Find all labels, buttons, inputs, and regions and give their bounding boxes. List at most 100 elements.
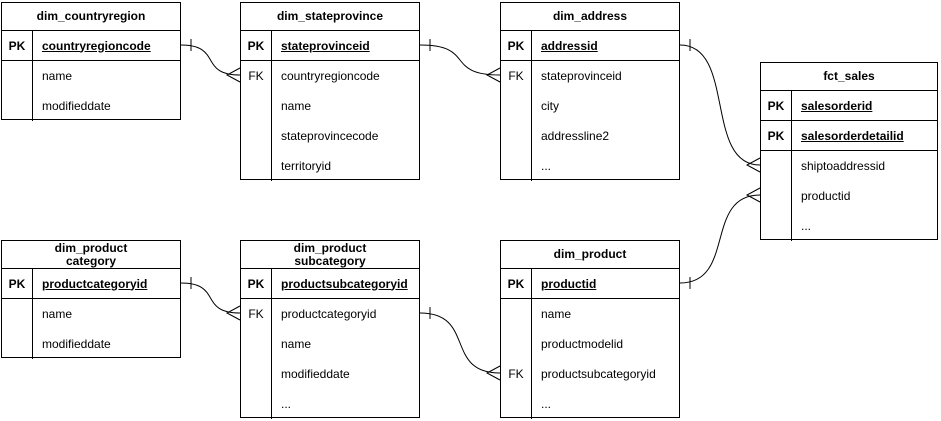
field-name: salesorderdetailid <box>801 128 904 143</box>
key-cell <box>2 61 33 91</box>
field-name: countryregioncode <box>281 69 380 83</box>
cardinality-many-crowfoot-3 <box>745 187 761 203</box>
key-cell <box>761 211 792 241</box>
key-cell <box>501 121 532 151</box>
key-cell <box>241 151 272 181</box>
field-name: productmodelid <box>541 337 624 351</box>
key-cell <box>241 91 272 121</box>
table-title: dim_product <box>501 241 679 269</box>
field-name: ... <box>541 159 552 173</box>
field-row-countryregioncode: PK countryregioncode <box>2 31 180 61</box>
table-dim-countryregion[interactable]: dim_countryregion PK countryregioncode nam… <box>1 2 181 121</box>
field-name: modifieddate <box>42 337 111 351</box>
field-name: stateprovinceid <box>281 38 370 53</box>
relationship-edge-5 <box>419 312 501 374</box>
field-name: ... <box>541 397 552 411</box>
table-title: dim_countryregion <box>2 3 180 31</box>
cardinality-many-crowfoot-0 <box>225 67 241 83</box>
fk-label: FK <box>241 61 272 91</box>
field-name: territoryid <box>281 159 332 173</box>
key-cell <box>761 151 792 181</box>
field-name: ... <box>801 219 812 233</box>
field-name: productid <box>801 189 851 203</box>
key-cell <box>2 299 33 329</box>
key-cell <box>241 359 272 389</box>
field-row-salesorderdetailid: PK salesorderdetailid <box>761 121 937 151</box>
field-name: modifieddate <box>281 367 350 381</box>
field-row-: ... <box>501 151 679 181</box>
field-row-: ... <box>501 389 679 419</box>
pk-label: PK <box>501 31 532 60</box>
key-cell <box>2 329 33 359</box>
field-name: productsubcategoryid <box>281 276 408 291</box>
field-name: salesorderid <box>801 98 873 113</box>
field-row-: ... <box>761 211 937 241</box>
key-cell <box>2 91 33 121</box>
cardinality-many-crowfoot-5 <box>485 365 501 381</box>
field-row-modifieddate: modifieddate <box>2 91 180 121</box>
cardinality-many-crowfoot-1 <box>485 67 501 83</box>
key-cell <box>501 329 532 359</box>
field-row-name: name <box>241 91 419 121</box>
field-name: city <box>541 99 559 113</box>
field-name: name <box>42 69 73 83</box>
field-row-shiptoaddressid: shiptoaddressid <box>761 151 937 181</box>
relationship-edge-0 <box>180 44 241 76</box>
field-name: shiptoaddressid <box>801 159 886 173</box>
field-row-name: name <box>2 61 180 91</box>
field-name: ... <box>281 397 292 411</box>
field-name: productcategoryid <box>42 276 148 291</box>
field-name: name <box>281 337 312 351</box>
field-row-modifieddate: modifieddate <box>2 329 180 359</box>
pk-label: PK <box>761 121 792 150</box>
field-row-city: city <box>501 91 679 121</box>
key-cell <box>501 91 532 121</box>
fk-label: FK <box>501 61 532 91</box>
field-name: name <box>42 307 73 321</box>
field-row-name: name <box>241 329 419 359</box>
field-row-productsubcategoryid: PK productsubcategoryid <box>241 269 419 299</box>
key-cell <box>241 389 272 419</box>
key-cell <box>501 151 532 181</box>
table-title: fct_sales <box>761 63 937 91</box>
field-row-addressline2: addressline2 <box>501 121 679 151</box>
fk-label: FK <box>501 359 532 389</box>
table-title: dim_product category <box>2 241 180 269</box>
field-name: countryregioncode <box>42 38 151 53</box>
field-row-: ... <box>241 389 419 419</box>
field-row-stateprovincecode: stateprovincecode <box>241 121 419 151</box>
relationship-edge-3 <box>679 194 761 284</box>
field-row-salesorderid: PK salesorderid <box>761 91 937 121</box>
key-cell <box>501 299 532 329</box>
field-name: productsubcategoryid <box>541 367 656 381</box>
cardinality-many-crowfoot-4 <box>225 305 241 321</box>
field-row-productsubcategoryid: FK productsubcategoryid <box>501 359 679 389</box>
relationship-edge-1 <box>419 44 501 76</box>
field-row-modifieddate: modifieddate <box>241 359 419 389</box>
field-name: stateprovincecode <box>281 129 379 143</box>
fk-label: FK <box>241 299 272 329</box>
cardinality-many-crowfoot-2 <box>745 157 761 173</box>
pk-label: PK <box>501 269 532 298</box>
pk-label: PK <box>2 31 33 60</box>
pk-label: PK <box>761 91 792 120</box>
pk-label: PK <box>241 269 272 298</box>
